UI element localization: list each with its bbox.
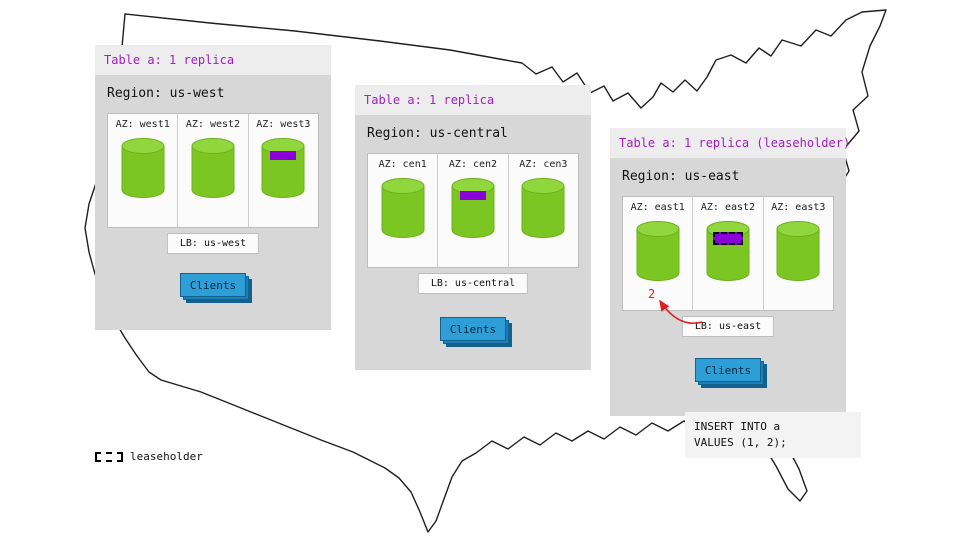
database-cylinder-icon [190, 137, 236, 199]
leaseholder-legend-swatch-icon [95, 451, 123, 462]
load-balancer-us-central: LB: us-central [417, 273, 529, 294]
az-label: AZ: cen2 [448, 159, 498, 170]
sql-query-box: INSERT INTO a VALUES (1, 2); [685, 412, 861, 458]
az-label: AZ: east1 [630, 202, 685, 213]
table-header-us-central: Table a: 1 replica [355, 85, 591, 115]
az-column-east2: AZ: east2 [693, 197, 764, 310]
load-balancer-us-east: LB: us-east [681, 316, 775, 337]
az-label: AZ: cen3 [519, 159, 568, 170]
database-cylinder-icon [450, 177, 496, 239]
clients-label: Clients [695, 358, 761, 382]
az-row: AZ: cen1 AZ: cen2 AZ: cen3 [367, 153, 579, 268]
database-cylinder-icon [120, 137, 166, 199]
clients-box-us-central: Clients [440, 317, 512, 347]
az-column-west1: AZ: west1 [108, 114, 179, 227]
region-label: Region: us-west [107, 86, 225, 101]
az-label: AZ: west1 [115, 119, 170, 130]
az-column-cen3: AZ: cen3 [509, 154, 578, 267]
load-balancer-us-west: LB: us-west [166, 233, 260, 254]
database-cylinder-icon [775, 220, 821, 282]
az-row: AZ: east1 AZ: east2 AZ: east3 [622, 196, 834, 311]
database-cylinder-icon [635, 220, 681, 282]
database-cylinder-icon [260, 137, 306, 199]
clients-box-us-west: Clients [180, 273, 252, 303]
write-step-number: 2 [648, 287, 656, 301]
table-header-us-east: Table a: 1 replica (leaseholder) [610, 128, 850, 158]
table-header-us-west: Table a: 1 replica [95, 45, 331, 75]
az-label: AZ: east2 [700, 202, 756, 213]
az-column-east3: AZ: east3 [764, 197, 833, 310]
legend: leaseholder [95, 450, 203, 463]
clients-box-us-east: Clients [695, 358, 767, 388]
az-label: AZ: cen1 [378, 159, 427, 170]
region-panel-us-east: Region: us-east AZ: east1 AZ: east2 AZ: … [610, 158, 846, 416]
az-row: AZ: west1 AZ: west2 AZ: west3 [107, 113, 319, 228]
clients-label: Clients [180, 273, 246, 297]
range-replica-marker [459, 191, 486, 200]
region-label: Region: us-central [367, 126, 508, 141]
az-column-west2: AZ: west2 [178, 114, 249, 227]
az-column-west3: AZ: west3 [249, 114, 318, 227]
database-cylinder-icon [380, 177, 426, 239]
az-column-cen1: AZ: cen1 [368, 154, 439, 267]
leaseholder-range-marker [712, 232, 743, 245]
region-label: Region: us-east [622, 169, 740, 184]
range-replica-marker [270, 151, 297, 160]
az-column-east1: AZ: east1 [623, 197, 694, 310]
az-label: AZ: east3 [771, 202, 826, 213]
database-cylinder-icon [705, 220, 751, 282]
region-panel-us-central: Region: us-central AZ: cen1 AZ: cen2 AZ:… [355, 115, 591, 370]
database-cylinder-icon [520, 177, 566, 239]
az-column-cen2: AZ: cen2 [438, 154, 509, 267]
legend-label: leaseholder [130, 450, 203, 463]
az-label: AZ: west2 [185, 119, 241, 130]
region-panel-us-west: Region: us-west AZ: west1 AZ: west2 AZ: … [95, 75, 331, 330]
az-label: AZ: west3 [256, 119, 311, 130]
clients-label: Clients [440, 317, 506, 341]
